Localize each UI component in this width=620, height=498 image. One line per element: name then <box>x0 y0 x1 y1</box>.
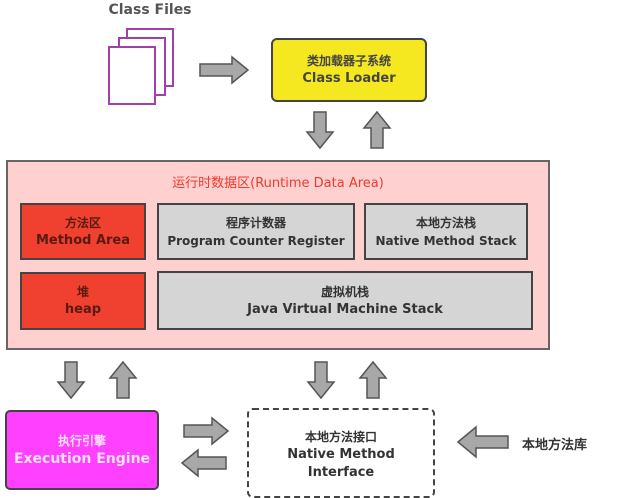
arrow-down-icon <box>56 361 86 400</box>
heap-en: heap <box>64 302 102 317</box>
method-area-en: Method Area <box>35 232 131 248</box>
jvm-stack-en: Java Virtual Machine Stack <box>247 301 443 317</box>
arrow-right-icon <box>199 55 250 85</box>
arrow-left-icon <box>180 448 227 478</box>
class-files-label: Class Files <box>108 2 192 18</box>
execution-engine-box[interactable]: 执行引擎 Execution Engine <box>5 410 159 490</box>
heap-cn: 堆 <box>76 285 89 299</box>
method-area-cn: 方法区 <box>64 215 101 230</box>
heap-box[interactable]: 堆 heap <box>20 272 146 330</box>
native-method-stack-en: Native Method Stack <box>375 233 517 248</box>
class-loader-en: Class Loader <box>302 71 396 86</box>
native-method-library-label: 本地方法库 <box>522 438 588 453</box>
native-interface-cn: 本地方法接口 <box>304 430 377 444</box>
method-area-box[interactable]: 方法区 Method Area <box>20 203 146 260</box>
class-loader-box[interactable]: 类加载器子系统 Class Loader <box>271 38 427 102</box>
jvm-stack-box[interactable]: 虚拟机栈 Java Virtual Machine Stack <box>157 271 533 330</box>
pc-register-cn: 程序计数器 <box>225 215 286 230</box>
native-method-stack-box[interactable]: 本地方法栈 Native Method Stack <box>364 203 528 260</box>
arrow-down-icon <box>305 111 335 150</box>
pc-register-box[interactable]: 程序计数器 Program Counter Register <box>157 203 355 260</box>
execution-engine-en: Execution Engine <box>13 451 151 467</box>
runtime-data-area-title: 运行时数据区(Runtime Data Area) <box>172 176 384 191</box>
native-interface-en2: Interface <box>307 465 375 480</box>
class-loader-cn: 类加载器子系统 <box>306 54 391 68</box>
native-interface-en1: Native Method <box>287 447 395 462</box>
execution-engine-cn: 执行引擎 <box>57 434 106 448</box>
jvm-stack-cn: 虚拟机栈 <box>320 284 369 299</box>
arrow-right-icon <box>183 416 230 446</box>
arrow-up-icon <box>358 360 388 399</box>
arrow-down-icon <box>306 361 336 400</box>
native-method-interface-box[interactable]: 本地方法接口 Native Method Interface <box>247 408 435 498</box>
arrow-up-icon <box>362 110 392 149</box>
arrow-up-icon <box>108 360 138 399</box>
native-method-stack-cn: 本地方法栈 <box>415 215 476 230</box>
pc-register-en: Program Counter Register <box>167 233 345 248</box>
arrow-left-icon <box>456 425 509 459</box>
